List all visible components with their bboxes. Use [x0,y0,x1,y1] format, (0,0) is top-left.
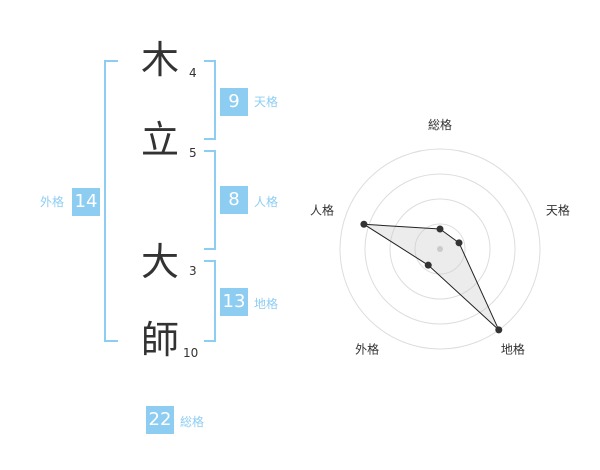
radar-point-4 [424,261,432,269]
stroke-count-2: 5 [189,146,197,160]
radar-point-3 [495,326,503,334]
jinkaku-bracket [204,150,216,250]
radar-ring [339,148,541,350]
radar-point-1 [436,225,444,233]
radar-ring [389,198,491,300]
radar-axis-label-2: 天格 [546,203,570,218]
name-char-1: 木 [141,38,180,82]
radar-ring [414,223,466,275]
jinkaku-value: 8 [220,186,248,214]
radar-axis-label-5: 人格 [310,203,334,218]
soukaku-label: 総格 [180,415,205,429]
tenkaku-label: 天格 [254,95,279,109]
name-char-3: 大 [141,240,180,284]
chikaku-label: 地格 [254,297,279,311]
radar-axis-label-1: 総格 [428,117,452,132]
name-char-4: 師 [141,318,180,362]
radar-ring [364,173,516,325]
chikaku-bracket [204,260,216,342]
tenkaku-value: 9 [220,88,248,116]
jinkaku-label: 人格 [254,195,279,209]
radar-point-2 [455,239,463,247]
radar-axis-label-4: 外格 [355,341,379,356]
gaikaku-value: 14 [72,188,100,216]
stroke-count-3: 3 [189,264,197,278]
stroke-count-4: 10 [183,346,199,360]
gaikaku-bracket [104,60,118,342]
gaikaku-label: 外格 [40,195,65,209]
stroke-count-1: 4 [189,66,197,80]
radar-point-5 [360,220,368,228]
radar-polygon [363,223,500,331]
soukaku-value: 22 [146,406,174,434]
tenkaku-bracket [204,60,216,140]
name-char-2: 立 [141,118,180,162]
chikaku-value: 13 [220,288,248,316]
radar-center-dot [437,246,443,252]
radar-axis-label-3: 地格 [501,341,525,356]
